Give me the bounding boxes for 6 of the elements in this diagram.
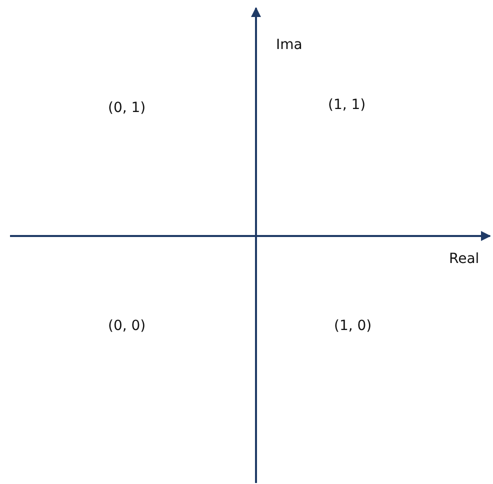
point-label: (1, 0) [334, 319, 372, 333]
point-label: (0, 0) [108, 319, 146, 333]
axis-label: Real [449, 252, 480, 266]
point-label: (1, 1) [328, 98, 366, 112]
point-label: (0, 1) [108, 101, 146, 115]
axis-label: Ima [276, 38, 302, 52]
